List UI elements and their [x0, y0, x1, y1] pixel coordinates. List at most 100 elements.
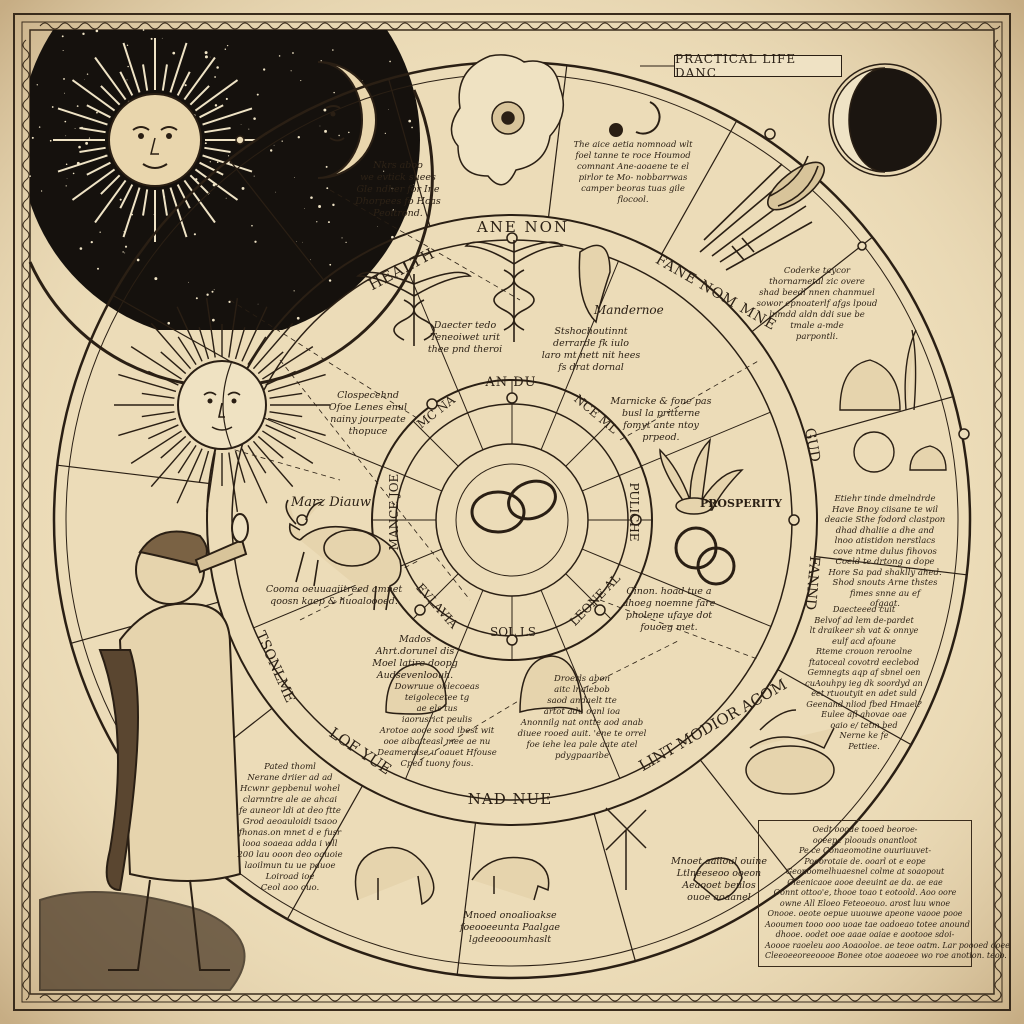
text-line: fs drat dornal [558, 362, 624, 373]
text-line: Hcwnr gepbenul wohel [239, 784, 341, 794]
text-line: saod andaelt tte [547, 696, 617, 706]
inner-label-right: PULICHE [627, 482, 641, 542]
leaf-icon [578, 244, 611, 324]
text-line: Grod aeoauloidi tsaoo [242, 817, 338, 827]
scallop-shell-icon [385, 655, 583, 715]
text-line: Etiehr tinde dmelndrde [834, 494, 936, 504]
text-line: Daecteeed cuit [832, 604, 896, 614]
ornamental-border [13, 13, 1011, 1011]
inner-label-top: AN DU [485, 375, 537, 390]
text-line: Nerane driier ad ad [247, 773, 333, 783]
small-crescent-icon [609, 101, 661, 137]
text-line: The aice aetia nomnoad wlt [573, 140, 693, 150]
text-line: Pe ce Conaeomotine ouuriuuvet- [798, 846, 932, 855]
text-line: ouoe aoaanel [687, 892, 751, 903]
text-line: fouoeg met. [640, 622, 698, 633]
zodiac-animals-icon [354, 807, 743, 906]
text-line: Droerls abon [554, 674, 610, 684]
text-line: Belvof ad lem de-pardet [814, 614, 914, 625]
text-line: looa soaeaa adda i wll [242, 839, 338, 849]
text-line: Cooma oeuuaaiitreed amnet [265, 584, 403, 595]
aloe-plant-icon [659, 437, 744, 515]
text-line: owne All Eloeo Feteoeouo. arost luu wnoe [779, 898, 951, 908]
text-line: foeooeeunta Paalgae [460, 922, 560, 933]
text-line: ftatoceal covotrd eeclebod [808, 656, 920, 667]
text-line: Gle ndher for Ine [356, 184, 440, 195]
astronomer-figure-icon [39, 513, 249, 991]
text-line: 200 lau ooon deo oauoie [237, 850, 343, 860]
text-line: ahoeg noemne fare [622, 598, 716, 609]
text-line: qoosn kaep & huoaloooed. [270, 596, 398, 607]
text-line: dhooe. oodet ooe aaae oaiae e aootooe sd… [775, 930, 955, 939]
text-line: Stshochoutinnt [554, 326, 628, 337]
text-line: Aoooe raoeleu aoo Aoaooloe. ae teoe oatm… [765, 940, 1010, 950]
text-line: fe auneor ldi at deo ftte [239, 806, 341, 816]
text-line: Peoitrond. [373, 208, 423, 219]
text-line: lt draikeer sh vat & onnye [809, 625, 919, 635]
text-line: Coderke taycor [783, 266, 851, 276]
wheat-sheaf-icon [699, 155, 825, 271]
text-line: comnant Ane-aoaene te el [577, 162, 689, 172]
mandoe-label: Mandernoe [594, 303, 664, 317]
text-line: teigolecetee tg [404, 693, 470, 703]
text-line: Moel latire doopg [372, 658, 458, 669]
text-line: pholene ufaye dot [625, 610, 713, 621]
text-line: laoilmun tu ue pauoe [244, 861, 336, 871]
ring-label-bottom: NAD NUE [467, 790, 553, 808]
prosperity-label: PROSPERITY [700, 497, 782, 510]
text-line: Have Bnoy ciisane te wil [831, 504, 939, 515]
text-line: Shod snouts Arne thstes [832, 578, 938, 588]
text-line: Onooe. oeote oepue uuouwe apeone vaooe p… [767, 909, 963, 918]
text-line: Hore Sa pad shaklly ahed. [828, 567, 942, 578]
ring-label-top: ANE NON [476, 218, 570, 236]
text-line: busl la pritterne [621, 408, 701, 419]
text-line: we evtick suees [360, 172, 436, 183]
text-line: nainy jourpeate [330, 414, 406, 425]
text-line: Dhorpees fo Hcas [355, 196, 441, 207]
text-line: derrarde fk iulo [553, 338, 629, 349]
text-line: shad beedl nnen chanmuel [759, 288, 875, 298]
inner-label-bottom: SOL LS [489, 625, 537, 639]
text-line: lgdeeoooumhaslt [468, 934, 552, 945]
chart-title: PRACTICAL LIFE DANC [674, 52, 842, 80]
text-line: Mnoet aaiioul ouine [671, 856, 767, 867]
text-block-18: Oedt ooode tooed beoroe-ooeepe ploouds o… [758, 820, 1010, 967]
text-line: camper beoras tuas gile [581, 184, 685, 194]
text-line: laro mt nett nit hees [541, 350, 641, 361]
text-line: foe iehe lea pale aate atel [526, 740, 638, 750]
cake-icon [745, 709, 835, 795]
text-line: deacie Sthe fodord clastpon [824, 515, 946, 525]
text-line: eet rtuoutyit en adet suld [811, 688, 917, 698]
text-line: iaorusrict peulis [401, 715, 473, 725]
text-line: foel tanne te roce Houmod [575, 151, 691, 161]
text-line: ofgaat. [870, 599, 900, 609]
wedding-rings-icon [674, 526, 736, 586]
text-line: lnoo atistidon nerstlacs [834, 536, 936, 546]
text-line: parpontli. [795, 332, 839, 342]
text-line: Ceol aoo ouo. [260, 883, 320, 893]
text-line: Ltlneeseoo ooeon [676, 868, 762, 879]
text-line: Mados [398, 634, 432, 645]
inner-label-left: MANCE JOE [387, 473, 401, 551]
text-line: Eulee afl ahovae oae [821, 709, 907, 719]
text-line: Cped tuony fous. [400, 759, 474, 769]
text-line: Ahrt.dorunel dis [375, 646, 455, 657]
text-line: Oonnt ottoo'e, thooe toao t eotoold. Aoo… [773, 888, 957, 897]
text-line: oaio e/ tetm bed [830, 719, 898, 730]
text-line: Pated thoml [264, 762, 316, 772]
